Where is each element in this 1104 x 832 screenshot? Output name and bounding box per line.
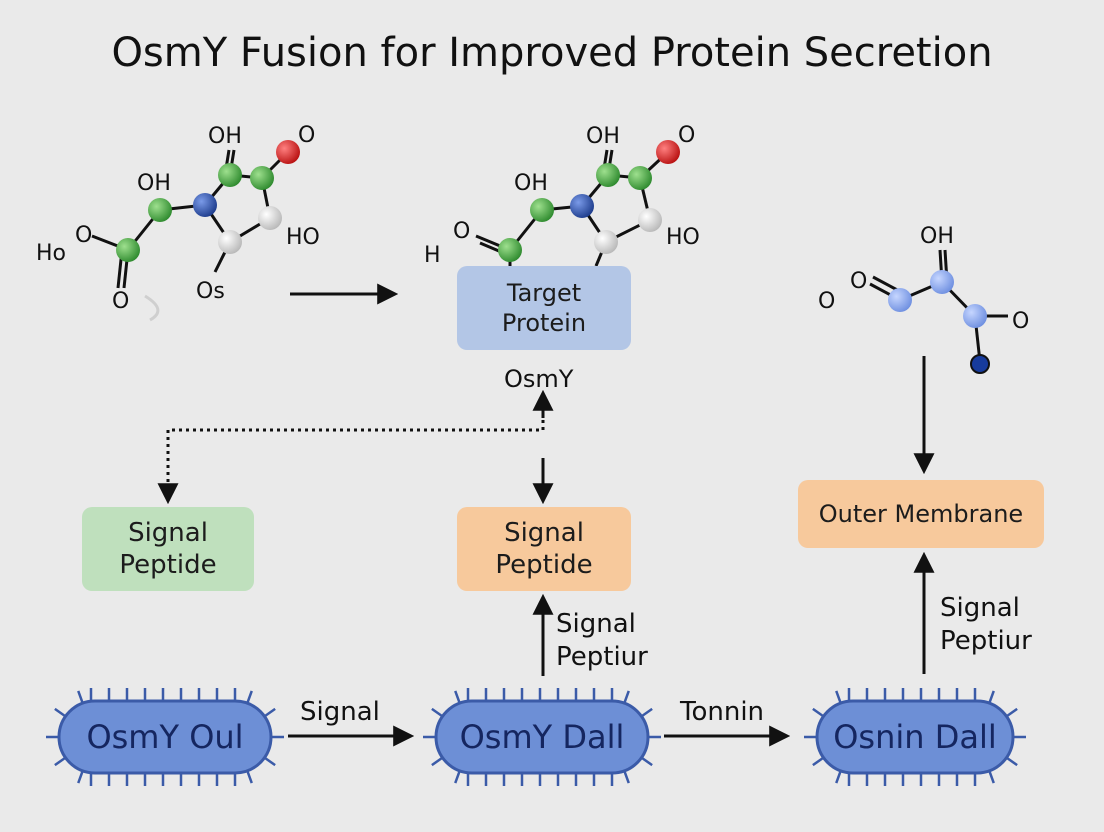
osmy-label: OsmY bbox=[504, 365, 574, 393]
right-up-arrow-label: Signal Peptiur bbox=[940, 592, 1032, 657]
atom-label: O bbox=[112, 289, 129, 314]
bacterial-cell-center bbox=[423, 688, 661, 786]
atom bbox=[628, 166, 652, 190]
atom bbox=[970, 354, 990, 374]
cell-body bbox=[815, 699, 1015, 775]
atom-label: OH bbox=[137, 171, 171, 196]
page-title: OsmY Fusion for Improved Protein Secreti… bbox=[111, 30, 993, 76]
cell-spikes bbox=[423, 688, 661, 786]
atom bbox=[638, 208, 662, 232]
arrow-label-line: Signal bbox=[940, 593, 1020, 623]
atom-label: O bbox=[75, 223, 92, 248]
atom bbox=[116, 238, 140, 262]
atom-label: Os bbox=[196, 279, 225, 304]
atom bbox=[530, 198, 554, 222]
outer-membrane-box: Outer Membrane bbox=[798, 480, 1044, 548]
atom-label: O bbox=[850, 269, 867, 294]
cell-spikes bbox=[804, 688, 1026, 786]
box-label: Peptide bbox=[119, 550, 217, 580]
box-label: Protein bbox=[501, 309, 587, 337]
cell-label-center: OsmY Dall bbox=[459, 718, 625, 756]
atom-label: O bbox=[818, 289, 835, 314]
atom-label: H bbox=[424, 243, 441, 268]
dotted-arrow-to-left-signal bbox=[157, 420, 545, 505]
atom bbox=[258, 206, 282, 230]
atom bbox=[596, 163, 620, 187]
atom bbox=[963, 304, 987, 328]
box-label: Target bbox=[506, 279, 582, 307]
atom bbox=[930, 270, 954, 294]
cell-spikes bbox=[46, 688, 284, 786]
decorative-arc bbox=[144, 294, 160, 322]
atom bbox=[498, 238, 522, 262]
box-label: Outer Membrane bbox=[818, 500, 1024, 528]
atom-label: O bbox=[453, 219, 470, 244]
atom bbox=[276, 140, 300, 164]
atom bbox=[656, 140, 680, 164]
atom-label: Ho bbox=[36, 241, 66, 266]
target-protein-box: Target Protein bbox=[457, 266, 631, 350]
signal-peptide-box-center: Signal Peptide bbox=[457, 507, 631, 591]
atom bbox=[148, 198, 172, 222]
signal-peptide-box-left: Signal Peptide bbox=[82, 507, 254, 591]
atom-label: O bbox=[298, 123, 315, 148]
bacterial-cell-right bbox=[804, 688, 1026, 786]
box-label: Peptide bbox=[495, 550, 593, 580]
center-up-arrow-label: Signal Peptiur bbox=[556, 608, 648, 673]
atom-label: O bbox=[1012, 309, 1029, 334]
atom bbox=[594, 230, 618, 254]
atom bbox=[888, 288, 912, 312]
atom-label: HO bbox=[666, 225, 700, 250]
atom-label: OH bbox=[586, 124, 620, 149]
atom-label: OH bbox=[514, 171, 548, 196]
atom-label: OH bbox=[920, 224, 954, 249]
arrow-label-line: Signal bbox=[556, 609, 636, 639]
atom bbox=[250, 166, 274, 190]
atom bbox=[193, 193, 217, 217]
cell-body bbox=[57, 699, 273, 775]
signal-arrow-label: Signal bbox=[300, 697, 380, 727]
arrow-label-line: Peptiur bbox=[940, 625, 1032, 656]
box-label: Signal bbox=[128, 517, 208, 548]
atom bbox=[218, 163, 242, 187]
box-label: Signal bbox=[504, 517, 584, 548]
arrow-label-line: Peptiur bbox=[556, 641, 648, 672]
atom-label: HO bbox=[286, 225, 320, 250]
cell-body bbox=[434, 699, 650, 775]
bacterial-cell-left bbox=[46, 688, 284, 786]
atom-label: OH bbox=[208, 124, 242, 149]
atom-label: O bbox=[678, 123, 695, 148]
atom bbox=[218, 230, 242, 254]
cell-label-left: OsmY Oul bbox=[86, 718, 244, 756]
tonnin-arrow-label: Tonnin bbox=[680, 697, 765, 727]
atom bbox=[570, 194, 594, 218]
cell-label-right: Osnin Dall bbox=[833, 718, 997, 756]
